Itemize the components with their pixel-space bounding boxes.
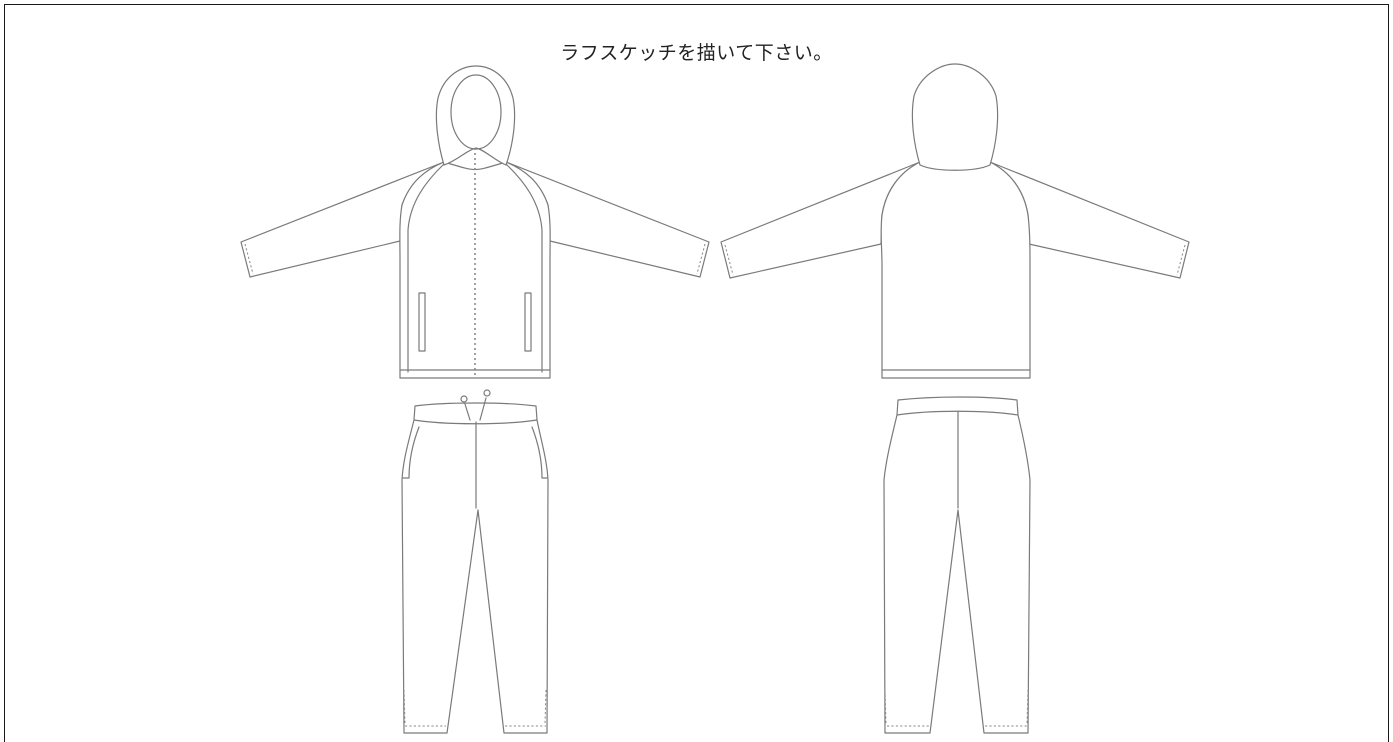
pants-front-drawstring-left (464, 403, 471, 421)
jacket-front-raglan-seam-right (505, 163, 543, 373)
pants-back (883, 396, 1031, 734)
jacket-back-left-cuff-stitch (724, 244, 734, 276)
pants-front-left-ankle-stitch (403, 689, 406, 725)
jacket-back-hood (911, 63, 999, 171)
jacket-front (240, 65, 710, 379)
jacket-front-right-cuff-stitch (696, 243, 706, 275)
pants-front-right-pocket (531, 426, 548, 479)
pants-front-left-pocket (402, 426, 420, 479)
jacket-front-hood-opening (450, 74, 502, 150)
pants-front-aglet-left (460, 395, 468, 403)
jacket-front-left-cuff-stitch (244, 243, 254, 275)
pants-front-aglet-right (483, 389, 491, 397)
pants-front-drawstring-right (479, 397, 487, 421)
pants-front-waistband (413, 419, 538, 425)
jacket-front-left-pocket (418, 292, 426, 352)
pants-front-outline (401, 402, 549, 734)
jacket-front-raglan-seam-left (407, 163, 445, 373)
jacket-back-right-cuff-stitch (1176, 244, 1186, 276)
jacket-back (720, 63, 1190, 379)
pants-back-left-ankle-stitch (884, 689, 887, 725)
pants-front-right-ankle-stitch (544, 689, 547, 725)
pants-back-waistband (896, 410, 1019, 416)
pants-back-outline (883, 396, 1031, 734)
jacket-back-body (880, 161, 1031, 379)
instruction-text: ラフスケッチを描いて下さい。 (560, 42, 833, 64)
pants-front (401, 389, 549, 734)
pants-back-right-ankle-stitch (1026, 689, 1029, 725)
sheet-frame (4, 4, 1389, 742)
jacket-front-right-pocket (524, 292, 532, 352)
jacket-front-hood (435, 65, 516, 166)
